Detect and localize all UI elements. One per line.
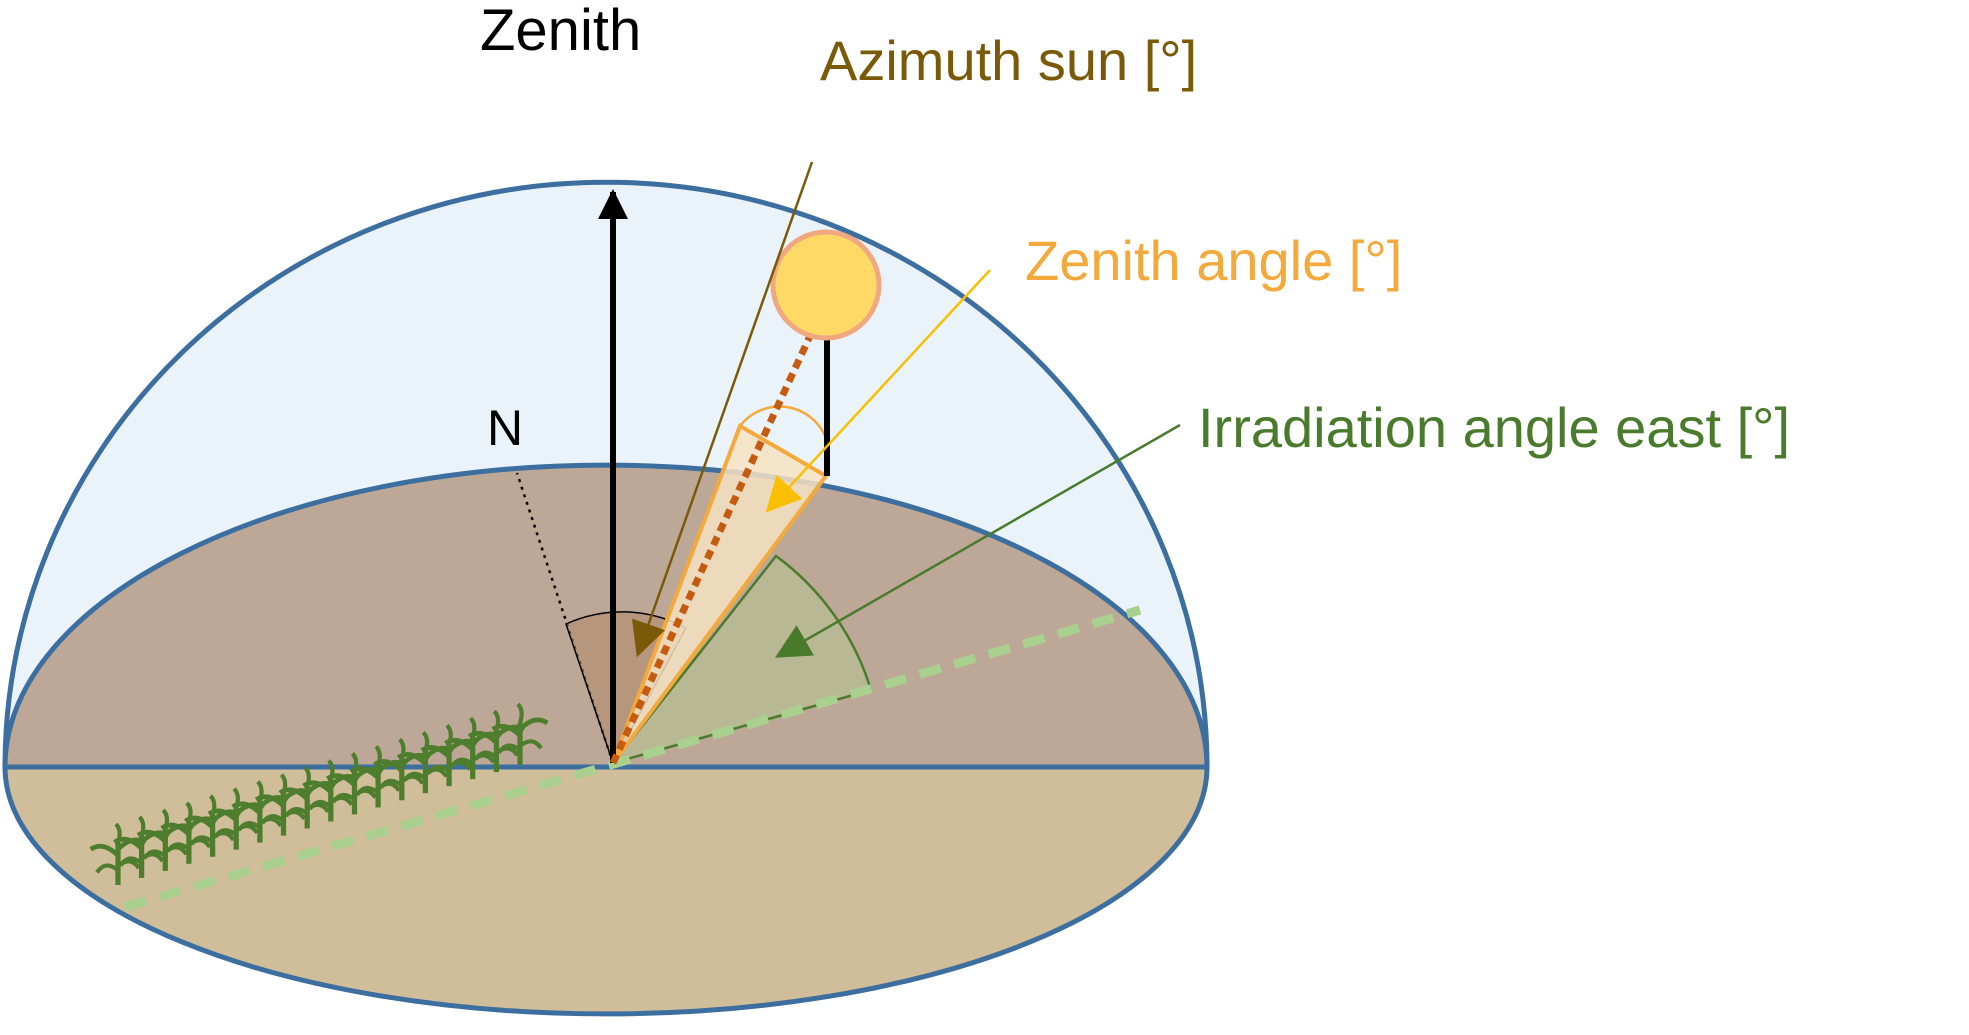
north-label: N [487,400,523,456]
sun-icon [770,229,882,341]
azimuth-sun-label: Azimuth sun [°] [820,29,1197,92]
azimuth-leader-line [632,161,814,658]
irradiation-angle-east-label: Irradiation angle east [°] [1198,396,1790,459]
zenith-angle-arc [739,405,828,439]
ground-lower [5,767,1207,1014]
irradiation-sector [609,554,873,766]
crop-row-line [123,605,1142,912]
zenith-label: Zenith [480,0,641,63]
zenith-angle-label: Zenith angle [°] [1025,229,1402,292]
sun-ray-line [609,334,814,765]
zenith-angle-leader-line [765,269,991,513]
irradiation-leader-line [774,423,1181,658]
